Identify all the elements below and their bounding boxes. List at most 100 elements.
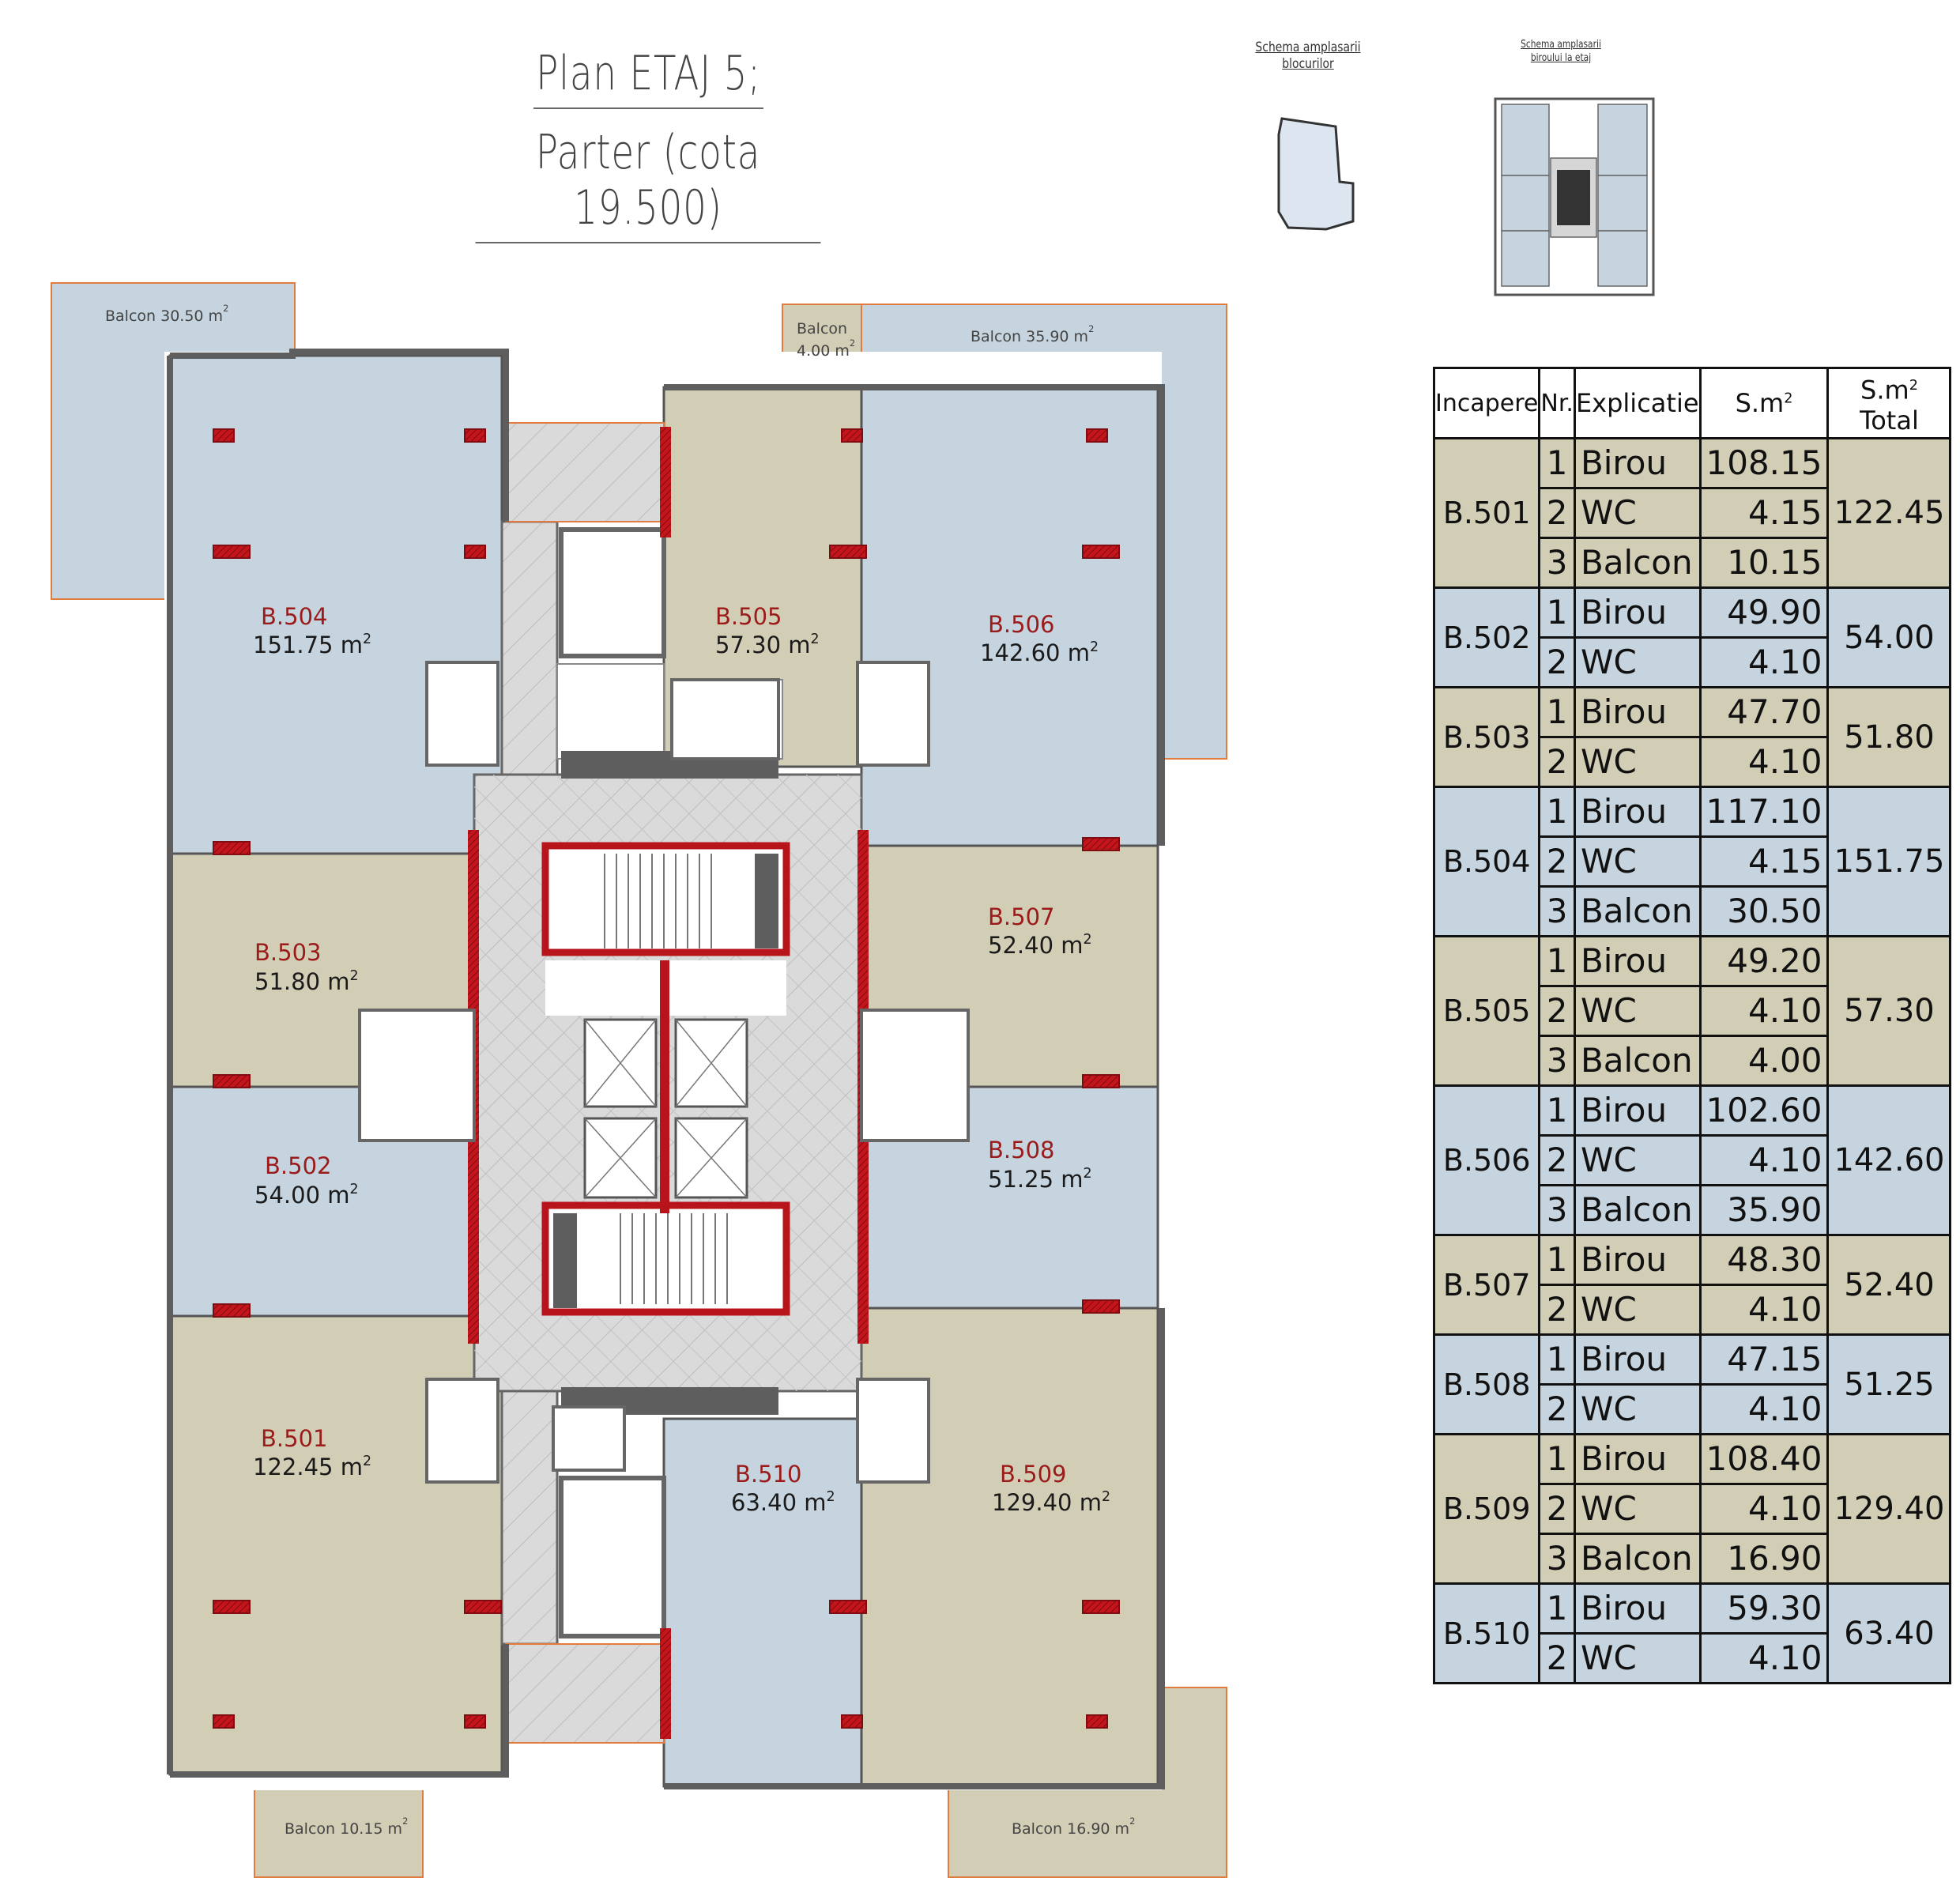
cell-area: 49.90: [1698, 586, 1830, 639]
schema-blocks-caption: Schema amplasarii blocurilor: [1243, 40, 1373, 73]
cell-nr: 2: [1538, 1483, 1576, 1535]
cell-room: B.505: [1432, 935, 1541, 1087]
cell-nr: 2: [1538, 1284, 1576, 1336]
block-location-schematic: [1277, 117, 1355, 231]
room-area-b507: 52.40 m2: [988, 932, 1092, 959]
cell-explanation: WC: [1573, 1632, 1702, 1684]
room-label-b509: B.509: [1000, 1461, 1066, 1488]
cell-area: 108.40: [1698, 1433, 1830, 1485]
room-label-b508: B.508: [988, 1137, 1054, 1163]
cell-explanation: Birou: [1573, 935, 1702, 987]
cell-room: B.508: [1432, 1333, 1541, 1435]
cell-explanation: Birou: [1573, 1333, 1702, 1386]
room-label-b505: B.505: [715, 603, 782, 630]
room-area-b502: 54.00 m2: [254, 1182, 359, 1209]
cell-total: 54.00: [1826, 586, 1952, 688]
cell-total: 51.80: [1826, 686, 1952, 788]
cell-explanation: Birou: [1573, 1234, 1702, 1286]
cell-room: B.509: [1432, 1433, 1541, 1585]
cell-explanation: WC: [1573, 636, 1702, 688]
cell-nr: 1: [1538, 1234, 1576, 1286]
cell-total: 151.75: [1826, 786, 1952, 937]
room-b510: [662, 1417, 863, 1788]
cell-explanation: Birou: [1573, 586, 1702, 639]
cell-nr: 1: [1538, 686, 1576, 738]
cell-nr: 3: [1538, 1533, 1576, 1585]
cell-nr: 2: [1538, 1134, 1576, 1186]
cell-area: 35.90: [1698, 1184, 1830, 1236]
cell-nr: 1: [1538, 786, 1576, 838]
structural-columns: [213, 428, 1120, 1729]
schema-blocks-line1: Schema amplasarii: [1255, 40, 1361, 55]
cell-room: B.503: [1432, 686, 1541, 788]
cell-total: 122.45: [1826, 437, 1952, 589]
central-core: [473, 422, 863, 1744]
room-area-b506: 142.60 m2: [980, 639, 1099, 666]
header-explanation: Explicatie: [1573, 367, 1702, 439]
room-area-b510: 63.40 m2: [731, 1489, 835, 1516]
cell-explanation: Birou: [1573, 1084, 1702, 1137]
cell-explanation: Balcon: [1573, 1035, 1702, 1087]
cell-area: 108.15: [1698, 437, 1830, 489]
room-area-b501: 122.45 m2: [253, 1454, 371, 1480]
cell-explanation: Balcon: [1573, 537, 1702, 589]
schema-office-caption: Schema amplasarii biroului la etaj: [1506, 38, 1615, 65]
cell-area: 16.90: [1698, 1533, 1830, 1585]
cell-area: 4.10: [1698, 985, 1830, 1037]
cell-area: 30.50: [1698, 885, 1830, 937]
office-rooms: [168, 354, 1159, 1788]
cell-area: 117.10: [1698, 786, 1830, 838]
cell-explanation: WC: [1573, 985, 1702, 1037]
cell-area: 4.15: [1698, 835, 1830, 888]
header-area: S.m2: [1698, 367, 1830, 439]
room-area-b504: 151.75 m2: [253, 632, 371, 658]
balcony-label-b505-title: Balcon: [797, 320, 847, 337]
room-label-b507: B.507: [988, 903, 1054, 930]
cell-explanation: WC: [1573, 1284, 1702, 1336]
room-labels: B.504 151.75 m2 B.505 57.30 m2 B.506 142…: [253, 603, 1110, 1516]
cell-area: 47.70: [1698, 686, 1830, 738]
room-label-b503: B.503: [254, 939, 321, 966]
cell-explanation: Balcon: [1573, 1533, 1702, 1585]
cell-room: B.506: [1432, 1084, 1541, 1236]
cell-explanation: Balcon: [1573, 1184, 1702, 1236]
cell-room: B.510: [1432, 1582, 1541, 1684]
cell-nr: 1: [1538, 586, 1576, 639]
cell-area: 4.15: [1698, 487, 1830, 539]
cell-room: B.501: [1432, 437, 1541, 589]
cell-explanation: Birou: [1573, 1582, 1702, 1635]
cell-explanation: Balcon: [1573, 885, 1702, 937]
cell-area: 4.10: [1698, 1284, 1830, 1336]
cell-nr: 1: [1538, 1084, 1576, 1137]
room-label-b510: B.510: [735, 1461, 801, 1488]
cell-nr: 3: [1538, 1184, 1576, 1236]
cell-area: 59.30: [1698, 1582, 1830, 1635]
room-area-b508: 51.25 m2: [988, 1166, 1092, 1193]
balcony-b501: [254, 1774, 424, 1878]
cell-total: 57.30: [1826, 935, 1952, 1087]
cell-explanation: Birou: [1573, 437, 1702, 489]
room-label-b501: B.501: [261, 1425, 327, 1452]
header-nr: Nr.: [1538, 367, 1576, 439]
cell-area: 10.15: [1698, 537, 1830, 589]
cell-explanation: WC: [1573, 1383, 1702, 1435]
header-total-line1: S.m: [1860, 375, 1909, 405]
wc-modules: [358, 661, 970, 1484]
